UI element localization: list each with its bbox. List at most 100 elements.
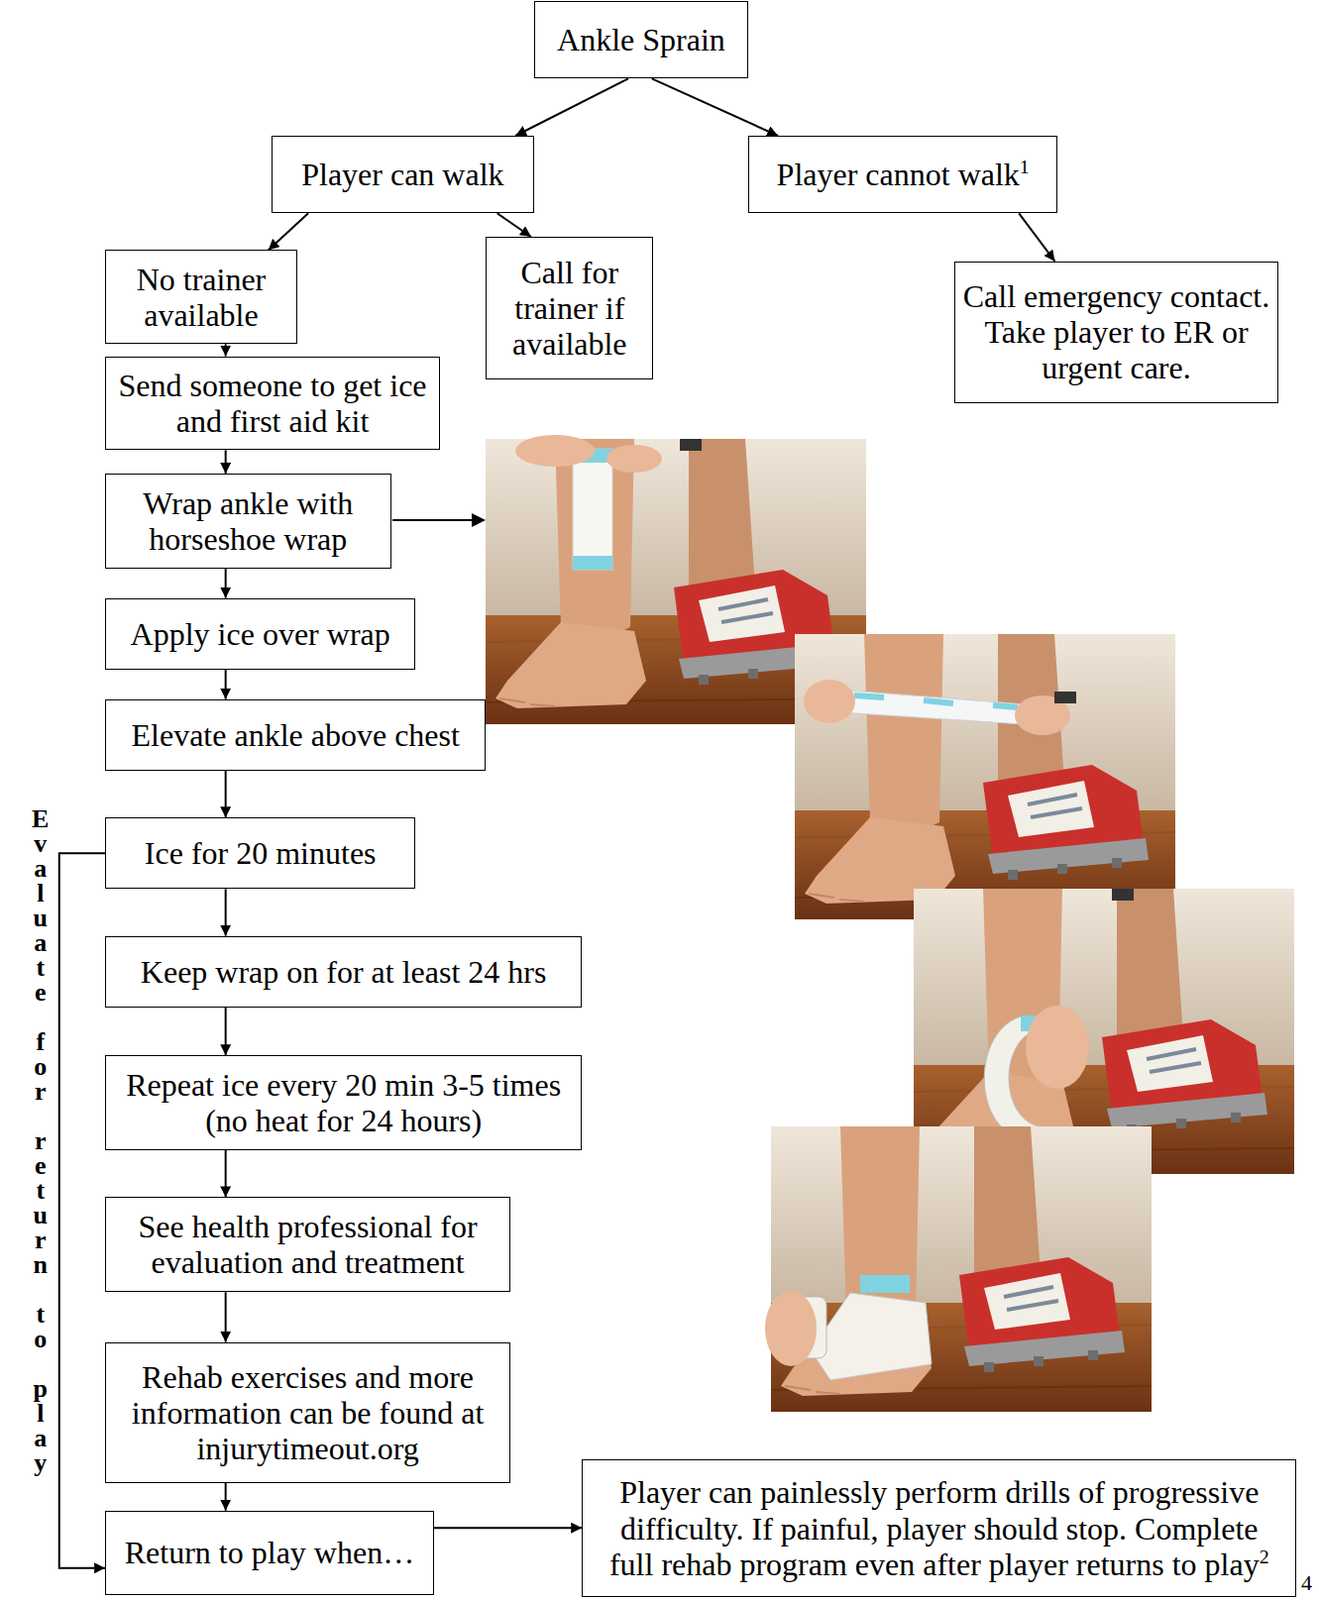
process-box: Apply ice over wrap (105, 598, 416, 670)
node-text: Player can painlessly perform drills of … (609, 1474, 1260, 1582)
node-text: Ankle Sprain (556, 21, 726, 58)
letter: y (27, 1450, 54, 1476)
letter: t (27, 955, 54, 981)
letter: v (27, 831, 54, 857)
text-block: Elevate ankle above chest (131, 717, 460, 754)
footnote-mark: 2 (1259, 1545, 1270, 1568)
flow-arrow (224, 343, 227, 356)
letter (27, 1351, 54, 1377)
process-box: Ice for 20 minutes (105, 817, 416, 889)
flow-arrow (515, 78, 629, 136)
letter: t (27, 1178, 54, 1204)
letter: o (27, 1054, 54, 1080)
photo-detail (860, 1275, 910, 1294)
footnote-mark: 1 (1019, 155, 1030, 178)
text-block: Rehab exercises and more information can… (109, 1359, 506, 1467)
flow-arrow (434, 1527, 582, 1530)
text-block: Call for trainer if available (490, 254, 649, 362)
letter: p (27, 1376, 54, 1402)
flow-arrow (224, 568, 227, 599)
text-block: Wrap ankle with horseshoe wrap (109, 485, 386, 557)
process-box: Call emergency contact. Take player to E… (954, 261, 1279, 404)
edge-label: Evaluate for return to play (27, 806, 54, 1476)
letter: f (27, 1029, 54, 1055)
flow-arrow (224, 770, 227, 818)
start-box: Ankle Sprain (534, 0, 749, 79)
node-text: Elevate ankle above chest (131, 717, 460, 754)
text-block: Keep wrap on for at least 24 hrs (140, 954, 548, 990)
text-block: Send someone to get ice and first aid ki… (109, 367, 436, 440)
node-text: Wrap ankle with horseshoe wrap (142, 485, 353, 557)
flow-arrow (224, 1007, 227, 1056)
flow-arrow (497, 213, 532, 237)
letter: a (27, 930, 54, 956)
text-block: Player can painlessly perform drills of … (600, 1474, 1278, 1582)
letter: a (27, 856, 54, 881)
letter: n (27, 1252, 54, 1278)
process-box: Rehab exercises and more information can… (105, 1342, 511, 1484)
process-box: Player cannot walk1 (748, 135, 1058, 214)
photo-detail (515, 435, 595, 467)
node-text: Call emergency contact. Take player to E… (963, 278, 1271, 386)
photo (794, 634, 1176, 920)
flow-arrow (224, 888, 227, 936)
flow-arrow (224, 1150, 227, 1198)
letter (27, 1004, 54, 1030)
page-number: 4 (1301, 1571, 1313, 1596)
flow-arrow (224, 449, 227, 474)
text-block: Call emergency contact. Take player to E… (959, 278, 1274, 386)
node-text: No trainer available (136, 261, 267, 333)
letter: r (27, 1227, 54, 1253)
node-text: Rehab exercises and more information can… (131, 1359, 484, 1467)
photo-detail (770, 1126, 1152, 1413)
letter: l (27, 1401, 54, 1427)
process-box: No trainer available (105, 249, 298, 344)
process-box: Repeat ice every 20 min 3-5 times (no he… (105, 1055, 582, 1151)
node-text: Ice for 20 minutes (144, 835, 377, 872)
process-box: Send someone to get ice and first aid ki… (105, 356, 440, 451)
process-box: Elevate ankle above chest (105, 699, 486, 771)
flow-arrow (59, 853, 106, 1569)
node-text: Call for trainer if available (512, 254, 627, 362)
letter (27, 1277, 54, 1303)
photo-detail (679, 439, 702, 451)
photo-detail (854, 695, 1018, 708)
text-block: Apply ice over wrap (130, 616, 391, 653)
photo (765, 1126, 1152, 1413)
flow-arrow (1018, 213, 1055, 261)
letter: E (27, 806, 54, 832)
process-box: Call for trainer if available (485, 236, 654, 380)
text-block: Player cannot walk1 (776, 156, 1030, 193)
flow-arrow (652, 78, 778, 136)
process-box: Keep wrap on for at least 24 hrs (105, 936, 582, 1008)
letter: u (27, 1203, 54, 1228)
letter (27, 1103, 54, 1129)
node-text: Send someone to get ice and first aid ki… (118, 367, 428, 440)
process-box: Player can painlessly perform drills of … (581, 1459, 1297, 1598)
flow-arrow (224, 1483, 227, 1512)
flow-arrow (268, 213, 309, 250)
text-block: Ice for 20 minutes (144, 835, 377, 872)
letter: e (27, 980, 54, 1005)
letter: r (27, 1079, 54, 1104)
photo-detail (1111, 888, 1134, 901)
letter: o (27, 1326, 54, 1352)
node-text: Return to play when… (124, 1535, 415, 1571)
text-block: See health professional for evaluation a… (109, 1209, 506, 1281)
photo-detail (1025, 1005, 1090, 1090)
process-box: Return to play when… (105, 1511, 435, 1597)
text-block: Ankle Sprain (556, 21, 726, 58)
photo-detail (606, 444, 662, 473)
process-box: Wrap ankle with horseshoe wrap (105, 473, 391, 569)
photo-detail (794, 634, 1176, 920)
photo-detail (572, 555, 613, 570)
letter: t (27, 1302, 54, 1327)
text-block: Player can walk (301, 156, 504, 193)
pointer-arrowhead (471, 513, 486, 528)
node-text: Apply ice over wrap (130, 616, 391, 653)
photo-detail (572, 448, 613, 570)
node-text: Repeat ice every 20 min 3-5 times (no he… (125, 1067, 561, 1139)
text-block: No trainer available (109, 261, 293, 333)
letter: r (27, 1128, 54, 1154)
